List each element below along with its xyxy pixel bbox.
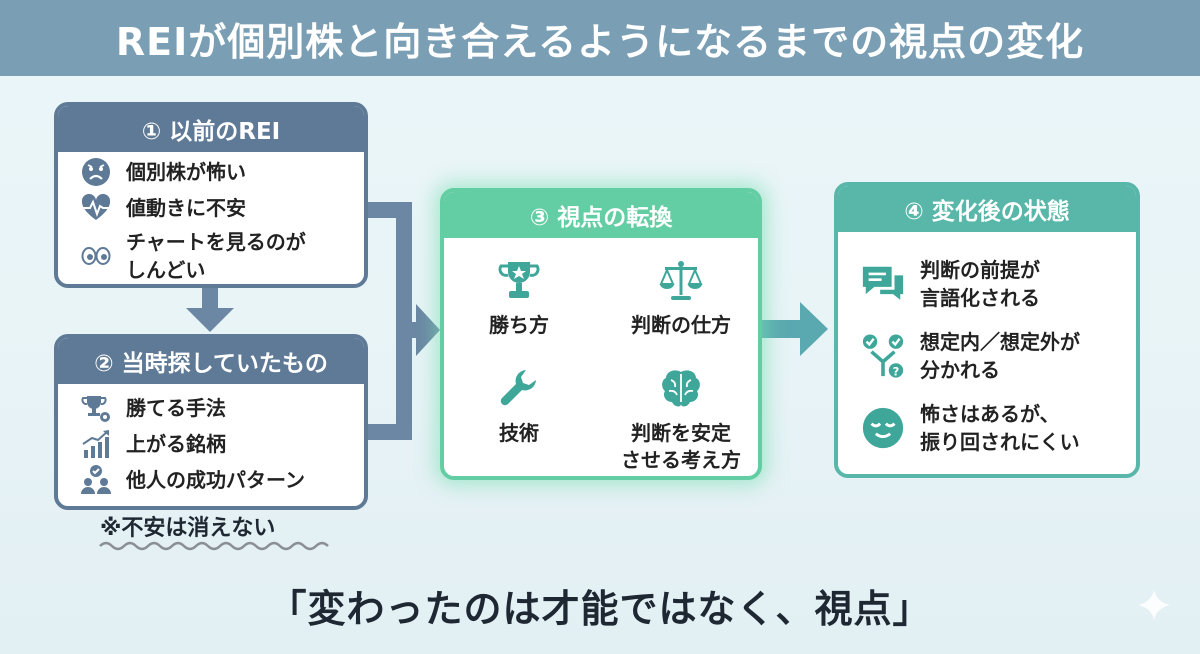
note-text: ※不安は消えない [100,516,276,541]
before-item-1: 個別株が怖い [80,156,246,188]
card-after-title: ④ 変化後の状態 [838,186,1136,232]
scales-icon [659,261,703,300]
conclusion-quote: 「変わったのは才能ではなく、視点」 [268,587,932,631]
note-wavy-underline [99,541,329,551]
wrench-icon [500,370,536,406]
people-check-icon [81,465,111,494]
seeking-item-1-text: 勝てる手法 [126,396,226,420]
trophy-icon [498,262,540,298]
heartbeat-icon [81,193,111,220]
after-item-1: 判断の前提が 言語化される [860,256,1040,312]
shift-from-1: 勝ち方 [474,258,564,339]
seeking-item-3-text: 他人の成功パターン [126,468,305,492]
svg-text:?: ? [893,364,900,378]
down-arrow-shaft [202,287,218,309]
after-item-2: ? 想定内／想定外が 分かれる [860,328,1080,384]
card-shift-title: ③ 視点の転換 [444,192,758,238]
sad-face-icon [82,158,110,186]
card-shift: ③ 視点の転換 [440,188,762,480]
after-item-3: 怖さはあるが、 振り回されにくい [860,400,1080,456]
page-title: REIが個別株と向き合えるようになるまでの視点の変化 [0,0,1200,76]
seeking-item-1: 勝てる手法 [80,392,226,424]
before-item-2-text: 値動きに不安 [126,196,246,220]
shift-to-2: 判断を安定 させる考え方 [616,366,746,474]
card-seeking-title: ② 当時探していたもの [58,338,364,384]
merge-arrow-head [416,304,440,356]
right-arrow-shaft [762,320,804,338]
chat-bubbles-icon [862,266,904,300]
before-item-1-text: 個別株が怖い [126,160,246,184]
shift-to-2-text: 判断を安定 させる考え方 [621,421,741,472]
shift-to-1-text: 判断の仕方 [631,313,731,337]
shift-from-2: 技術 [474,366,564,447]
card-before-title: ① 以前のREI [58,106,364,152]
seeking-item-3: 他人の成功パターン [80,464,305,496]
shift-to-1: 判断の仕方 [616,258,746,339]
merge-arrow-shaft [404,322,418,338]
trophy-gear-icon [81,396,110,422]
down-arrow-head [186,308,234,332]
eyes-icon [81,247,111,265]
before-item-2: 値動きに不安 [80,192,246,224]
right-arrow-head [800,302,828,356]
before-item-3: チャートを見るのが しんどい [80,228,306,284]
calm-face-icon [862,407,904,449]
shift-from-1-text: 勝ち方 [489,313,549,337]
after-item-1-text: 判断の前提が 言語化される [920,258,1040,310]
brain-icon [662,370,700,407]
seeking-item-2-text: 上がる銘柄 [126,432,226,456]
rising-chart-icon [82,430,109,458]
branch-choice-icon: ? [862,334,904,378]
before-item-3-text: チャートを見るのが しんどい [126,230,306,282]
after-item-2-text: 想定内／想定外が 分かれる [920,330,1080,382]
merge-bracket [368,202,412,440]
shift-from-2-text: 技術 [499,421,539,445]
after-item-3-text: 怖さはあるが、 振り回されにくい [920,402,1080,454]
seeking-item-2: 上がる銘柄 [80,428,226,460]
card-seeking: ② 当時探していたもの [54,334,368,510]
